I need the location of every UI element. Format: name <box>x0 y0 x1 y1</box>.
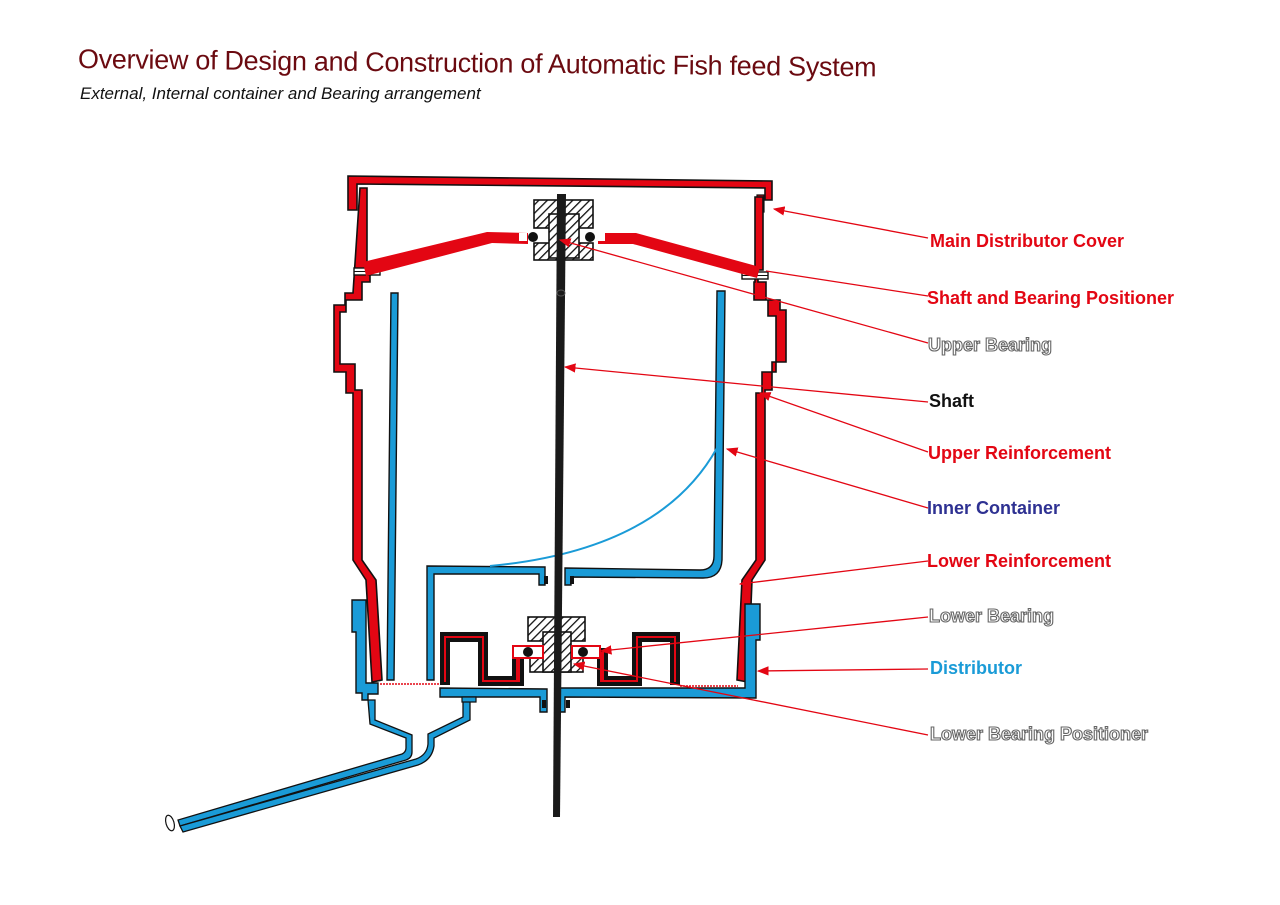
label-main-distributor-cover: Main Distributor Cover <box>930 231 1124 251</box>
leader-shaft <box>563 363 929 403</box>
leader-lower-reinforcement <box>738 560 929 588</box>
leader-lower-bearing-positioner <box>572 661 929 736</box>
label-lower-bearing: Lower Bearing <box>929 606 1054 626</box>
leader-lower-bearing <box>599 616 929 655</box>
shaft-and-bearing-positioner-part <box>363 232 760 278</box>
part-labels: Main Distributor Cover Shaft and Bearing… <box>927 231 1174 745</box>
label-inner-container: Inner Container <box>927 498 1060 518</box>
leader-lines <box>558 206 929 736</box>
leader-upper-reinforcement <box>758 392 929 453</box>
lower-bearing-positioner-part <box>380 632 738 687</box>
label-upper-reinforcement: Upper Reinforcement <box>928 443 1111 463</box>
shaft-part <box>542 194 574 817</box>
page-subtitle: External, Internal container and Bearing… <box>80 84 481 103</box>
inner-container-part <box>386 290 726 681</box>
outer-wall-left <box>333 187 383 683</box>
label-shaft-and-bearing-positioner: Shaft and Bearing Positioner <box>927 288 1174 308</box>
leader-upper-bearing <box>558 238 929 344</box>
label-distributor: Distributor <box>930 658 1022 678</box>
outer-wall-right <box>736 196 787 683</box>
leader-main-distributor-cover <box>772 206 929 239</box>
leader-distributor <box>756 666 929 676</box>
label-upper-bearing: Upper Bearing <box>928 335 1052 355</box>
leader-shaft-and-bearing-positioner <box>765 270 929 297</box>
label-lower-bearing-positioner: Lower Bearing Positioner <box>930 724 1148 744</box>
distributor-part <box>164 599 761 833</box>
label-shaft: Shaft <box>929 391 974 411</box>
label-lower-reinforcement: Lower Reinforcement <box>927 551 1111 571</box>
leader-inner-container <box>725 447 929 509</box>
